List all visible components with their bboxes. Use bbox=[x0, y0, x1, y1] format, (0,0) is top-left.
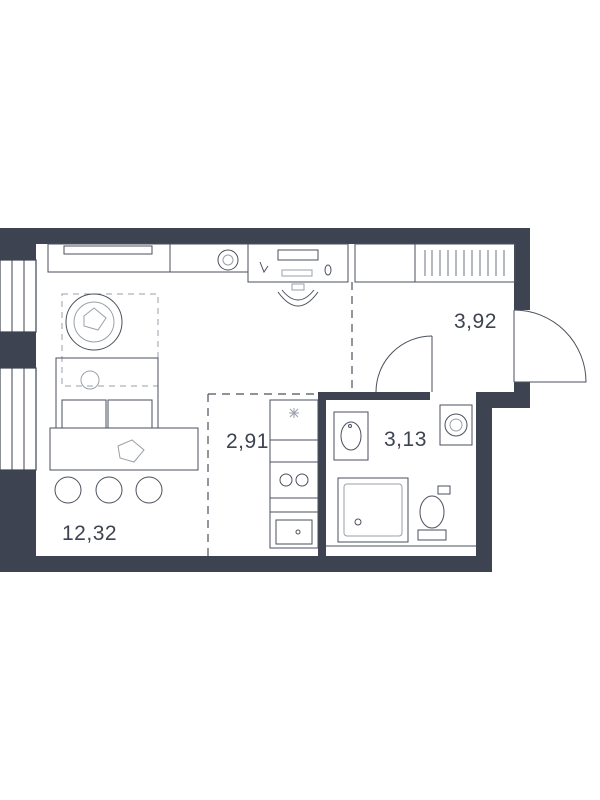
bathroom-fixtures bbox=[326, 404, 476, 547]
area-kitchen: 2,91 bbox=[226, 430, 269, 453]
area-living: 12,32 bbox=[62, 522, 117, 545]
living-furniture bbox=[49, 293, 199, 504]
area-hall: 3,92 bbox=[454, 310, 497, 333]
tv-stand bbox=[47, 243, 249, 273]
walls bbox=[0, 228, 530, 572]
windows bbox=[0, 259, 37, 471]
bathroom-door bbox=[375, 335, 433, 393]
area-bathroom: 3,13 bbox=[384, 428, 427, 451]
entry-door bbox=[513, 309, 587, 383]
kitchen-units bbox=[269, 399, 319, 549]
hall-wardrobe bbox=[354, 243, 516, 283]
desk bbox=[247, 243, 349, 307]
